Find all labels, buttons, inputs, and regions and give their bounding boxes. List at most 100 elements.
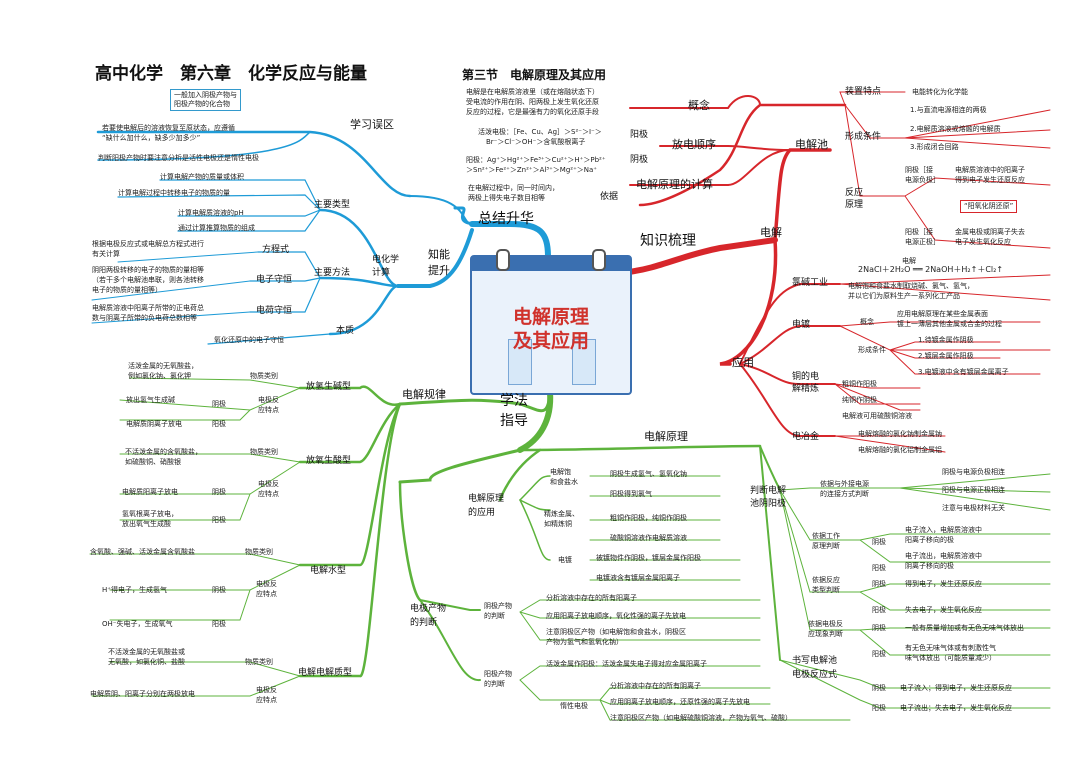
- refine-1: 粗铜作阳极: [842, 380, 877, 388]
- o2-category-label: 物质类别: [250, 448, 278, 456]
- center-title: 电解原理及其应用: [486, 305, 616, 353]
- econs-line3: 电子的物质的量相等）: [92, 286, 162, 294]
- judge-2b-line2: 阴离子移向的极: [905, 562, 954, 570]
- brine-line1: 电解饱: [550, 468, 571, 476]
- node-discharge-order: 放电顺序: [672, 138, 716, 151]
- anode-desc-line1: 金属电极或阴离子失去: [955, 228, 1025, 236]
- refine-metal-line1: 精炼金属、: [544, 510, 579, 518]
- type-electrolyte: 电解电解质型: [298, 668, 353, 678]
- calendar-ring-icon: [496, 249, 510, 271]
- method-charge-conservation: 电荷守恒: [256, 306, 293, 316]
- node-rules: 电解规律: [402, 388, 446, 401]
- judge-2-line2: 原理判断: [812, 542, 840, 550]
- plating-concept: 概念: [860, 318, 874, 326]
- node-write-line1: 书写电解池: [792, 656, 838, 666]
- h2-anode-label: 阳极: [212, 420, 226, 428]
- copper-refining-line1: 铜的电: [792, 372, 820, 382]
- calc-basis: 依据: [600, 192, 619, 202]
- node-calc-line2: 计算: [372, 268, 391, 278]
- cathode-product-line2: 的判断: [484, 612, 505, 620]
- node-essence: 本质: [336, 326, 355, 336]
- type-3: 计算电解质溶液的pH: [178, 209, 244, 217]
- node-ability-line1: 知能: [428, 248, 450, 261]
- brine-2: 阳极得到氯气: [610, 490, 652, 498]
- node-concept: 概念: [688, 99, 710, 112]
- anode-product-line2: 的判断: [484, 680, 505, 688]
- electrometallurgy: 电冶金: [792, 432, 820, 442]
- write-1: 电子流入；得到电子，发生还原反应: [900, 684, 1012, 692]
- water-feature-line1: 电极反: [256, 580, 277, 588]
- condition-3: 3.形成闭合回路: [910, 143, 959, 151]
- node-judge-line2: 池阴阳极: [750, 499, 787, 509]
- h2-feature-line1: 电极反: [258, 396, 279, 404]
- water-feature-line2: 应特点: [256, 590, 277, 598]
- judge-1b: 阳极与电源正极相连: [942, 486, 1005, 494]
- judge-1a: 阴极与电源负极相连: [942, 468, 1005, 476]
- judge-4-line2: 应现象判断: [808, 630, 843, 638]
- branch-method-line2: 指导: [500, 413, 528, 429]
- o2-anode-line1: 氢氧根离子放电，: [122, 510, 178, 518]
- h2-anode: 电解质阴离子放电: [126, 420, 182, 428]
- plating-1: 被镀物件作阴极，镀层金属作阳极: [596, 554, 701, 562]
- node-electrolysis: 电解: [760, 226, 782, 239]
- o2-category-line1: 不活泼金属的含氧酸盐，: [125, 448, 202, 456]
- judge-1-line1: 依据与外接电源: [820, 480, 869, 488]
- condition-1: 1.与直流电源相连的两极: [910, 106, 987, 114]
- node-principle: 电解原理: [644, 430, 688, 443]
- h2-category-label: 物质类别: [250, 372, 278, 380]
- discharge-anode: 阳极: [630, 130, 649, 140]
- o2-anode-line2: 放出氧气生成酸: [122, 520, 171, 528]
- condition-2: 2.电解质溶液或熔融的电解质: [910, 125, 1001, 133]
- refine-metal-2: 硫酸铜溶液作电解质溶液: [610, 534, 687, 542]
- type-4: 通过计算推算物质的组成: [178, 224, 255, 232]
- cp-2: 应用阳离子放电顺序，氧化性强的离子先放电: [546, 612, 686, 620]
- node-calc-line1: 电化学: [372, 255, 400, 265]
- write-anode-label: 阳极: [872, 704, 886, 712]
- judge-3-line1: 依据反应: [812, 576, 840, 584]
- branch-summary: 总结升华: [478, 211, 534, 227]
- concept-line2: 受电流的作用在阴、阳两极上发生氧化还原: [466, 98, 599, 106]
- h2-feature-line2: 应特点: [258, 406, 279, 414]
- basis-line2: 两极上得失电子数目相等: [468, 194, 545, 202]
- concept-line3: 反应的过程，它是最强有力的氧化还原手段: [466, 108, 599, 116]
- refine-2: 纯铜作阴极: [842, 396, 877, 404]
- type-2: 计算电解过程中转移电子的物质的量: [118, 189, 230, 197]
- callout-line: 一般加入阴极产物与: [174, 91, 237, 99]
- callout-line: 阳极产物的化合物: [174, 100, 230, 108]
- water-category-label: 物质类别: [245, 548, 273, 556]
- judge-2-cathode-label: 阴极: [872, 538, 886, 546]
- judge-4b-line2: 味气体放出（可能质量减少）: [905, 654, 996, 662]
- judge-1c: 注意与电极材料无关: [942, 504, 1005, 512]
- metallurgy-1: 电解熔融的氯化钠制金属钠: [858, 430, 942, 438]
- judge-2-anode-label: 阳极: [872, 564, 886, 572]
- branch-knowledge: 知识梳理: [640, 233, 696, 249]
- node-product-line2: 的判断: [410, 618, 438, 628]
- center-title-line2: 及其应用: [512, 330, 589, 352]
- device-features: 装置特点: [845, 87, 882, 97]
- beaker-icon: [508, 339, 532, 385]
- self-feature-line1: 电极反: [256, 686, 277, 694]
- judge-4a: 一般有质量增加或有无色无味气体放出: [905, 624, 1024, 632]
- judge-4-anode-label: 阳极: [872, 650, 886, 658]
- water-cathode-label: 阴极: [212, 586, 226, 594]
- refine-metal-1: 粗铜作阳极，纯铜作阴极: [610, 514, 687, 522]
- plating-cond-2: 2.镀层金属作阳极: [918, 352, 974, 360]
- o2-feature-line1: 电极反: [258, 480, 279, 488]
- judge-3-anode-label: 阳极: [872, 606, 886, 614]
- type-water: 电解水型: [310, 566, 347, 576]
- judge-2-line1: 依据工作: [812, 532, 840, 540]
- anode-desc-line2: 电子发生氧化反应: [955, 238, 1011, 246]
- plating-conditions: 形成条件: [858, 346, 886, 354]
- mnemonic-box: “阳氧化阴还原”: [960, 200, 1018, 213]
- cathode-desc-line1: 电解质溶液中的阳离子: [955, 166, 1025, 174]
- plating-concept-line2: 镀上一薄层其他金属或合金的过程: [897, 320, 1002, 328]
- plating-2: 电镀液含有镀层金属阳离子: [596, 574, 680, 582]
- calendar-band: [472, 257, 630, 271]
- equation-desc-line1: 根据电极反应式或电解总方程式进行: [92, 240, 204, 248]
- o2-category-line2: 如硫酸铜、硝酸银: [125, 458, 181, 466]
- discharge-cathode: 阴极: [630, 155, 649, 165]
- o2-anode-label: 阳极: [212, 516, 226, 524]
- chlor-equation: 2NaCl＋2H₂O ══ 2NaOH＋H₂↑＋Cl₂↑: [858, 265, 1004, 274]
- anode-connect-line1: 阳极［接: [905, 228, 933, 236]
